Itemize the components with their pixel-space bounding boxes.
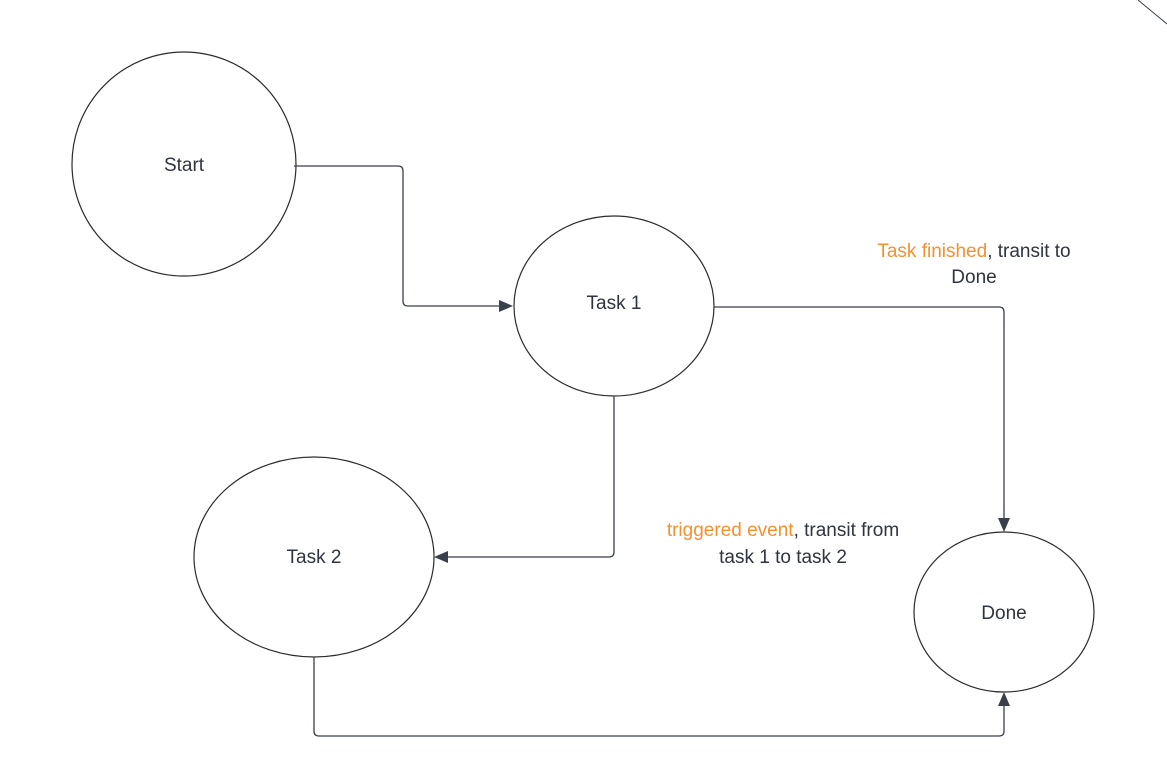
edge-start-to-task1-arrowhead [499,300,513,312]
edge-task1-to-done-label-line1: Task finished, transit to [877,241,1070,262]
edge-task1-to-task2-arrowhead [434,551,448,563]
node-task1-label: Task 1 [587,293,642,314]
node-task2-label: Task 2 [287,547,342,568]
edge-task1-to-task2-label-highlight: triggered event [667,520,794,541]
edge-task1-to-task2-label-line1: triggered event, transit from [667,520,899,541]
edge-task1-to-done [714,306,1010,532]
edge-task1-to-done-label-line2: Done [951,267,996,288]
node-task2[interactable]: Task 2 [193,456,435,658]
edge-task2-to-done-arrowhead [998,692,1010,706]
edge-task1-to-task2 [434,396,615,563]
node-done[interactable]: Done [913,531,1095,693]
edge-task1-to-task2-label: triggered event, transit from task 1 to … [667,520,899,568]
edge-task1-to-done-label-rest: , transit to [987,241,1070,262]
edge-start-to-task1 [294,165,513,312]
node-start-circle [71,51,297,277]
edge-task1-to-task2-line [446,396,615,558]
edge-task2-to-done [313,657,1010,737]
node-task1[interactable]: Task 1 [513,215,715,397]
edge-task1-to-done-arrowhead [998,518,1010,532]
node-done-label: Done [981,603,1026,624]
node-start[interactable]: Start [71,51,297,277]
edge-task2-to-done-line [313,657,1005,737]
edge-task1-to-done-line [714,306,1005,520]
edge-task1-to-done-label: Task finished, transit to Done [877,241,1070,288]
edge-task1-to-task2-label-rest: , transit from [794,520,900,541]
edge-task1-to-done-label-highlight: Task finished [877,241,987,262]
node-start-label: Start [164,155,205,176]
corner-line [1137,0,1167,25]
edge-task1-to-task2-label-line2: task 1 to task 2 [719,547,847,568]
edge-start-to-task1-line [294,165,500,307]
